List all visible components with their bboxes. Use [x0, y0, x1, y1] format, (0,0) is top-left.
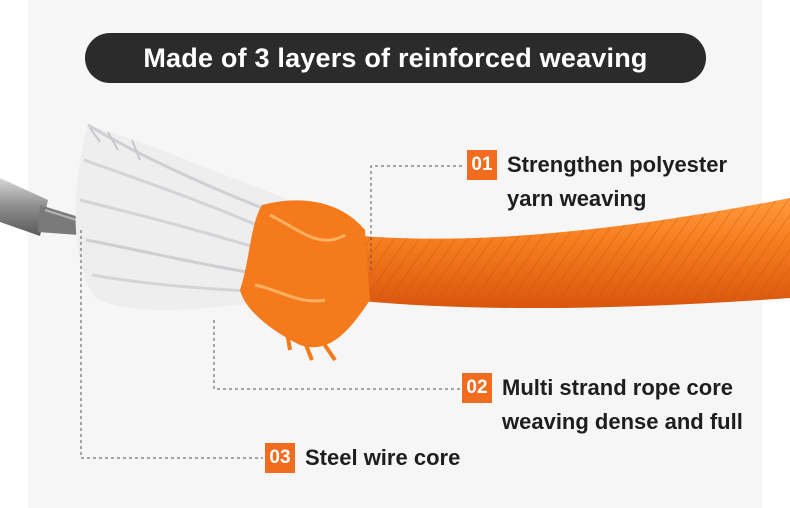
layer-label-2: 02 Multi strand rope core weaving dense … — [462, 373, 743, 439]
layer-label-3: 03 Steel wire core — [265, 443, 460, 475]
layer-number-badge: 02 — [462, 373, 492, 403]
layer-description-line: Steel wire core — [305, 445, 461, 470]
headline-banner: Made of 3 layers of reinforced weaving — [85, 33, 706, 83]
frayed-rope-end — [240, 200, 370, 362]
layer-description: Multi strand rope core weaving dense and… — [502, 371, 743, 439]
layer-description-line: Strengthen polyester — [507, 152, 728, 177]
leader-lines — [80, 165, 465, 459]
layer-description-line: Multi strand rope core — [502, 375, 734, 400]
layer-description: Steel wire core — [305, 441, 460, 475]
layer-description-line: weaving dense and full — [502, 409, 743, 434]
layer-label-1: 01 Strengthen polyester yarn weaving — [467, 150, 727, 216]
layer-number-badge: 03 — [265, 443, 295, 473]
orange-rope — [350, 198, 790, 309]
layer-description: Strengthen polyester yarn weaving — [507, 148, 727, 216]
layer-description-line: yarn weaving — [507, 186, 647, 211]
layer-number-badge: 01 — [467, 150, 497, 180]
